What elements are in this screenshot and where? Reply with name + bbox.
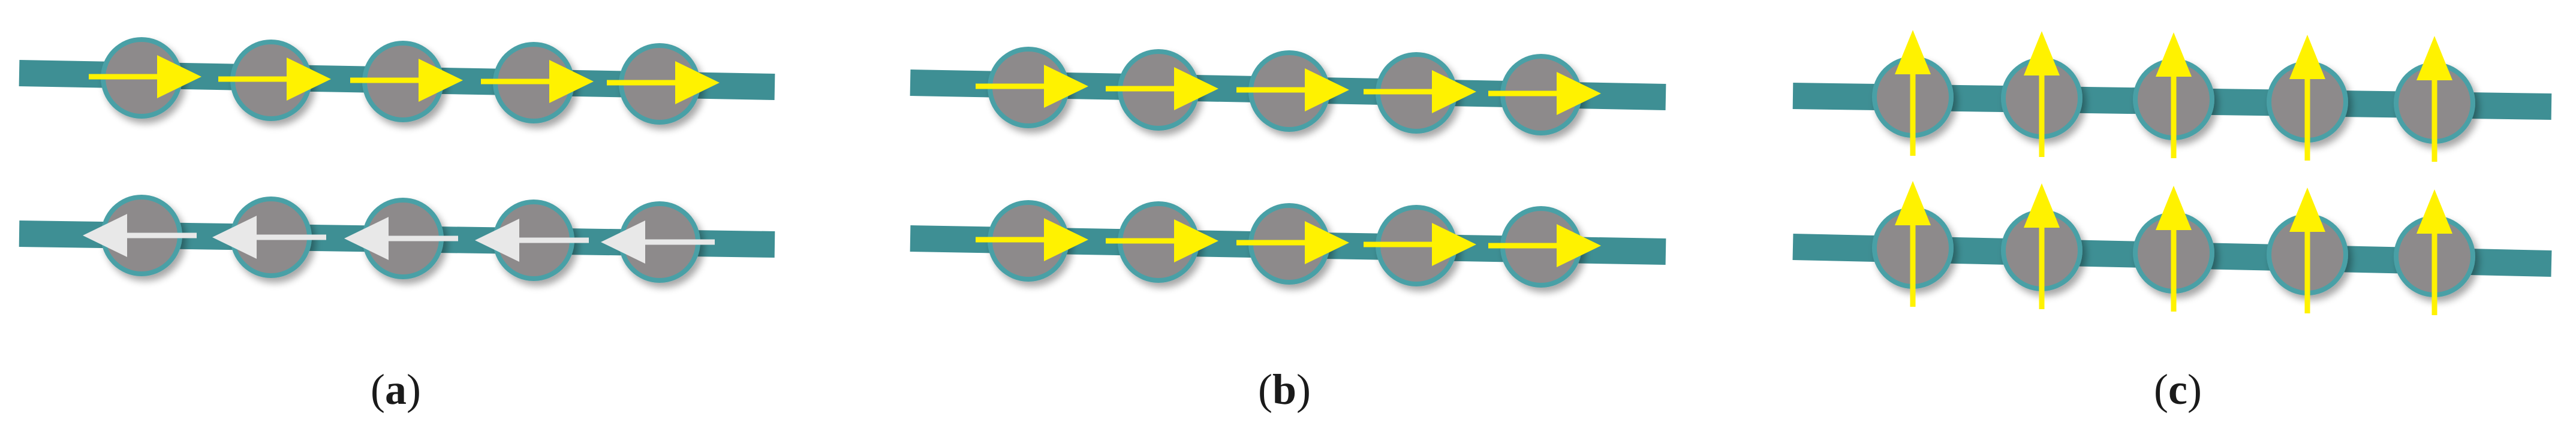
spin-arrow-icon-a-2-1-head <box>83 214 127 257</box>
spin-arrow-icon-c-1-1-head <box>1895 30 1931 74</box>
spin-arrow-icon-a-2-4 <box>475 219 589 262</box>
panel-a-row-1 <box>19 37 775 125</box>
spin-arrow-icon-c-1-5-head <box>2416 36 2452 80</box>
spin-arrow-icon-c-1-4 <box>2289 35 2325 161</box>
spin-arrow-icon-c-1-5 <box>2416 36 2452 162</box>
panel-b-row-2 <box>910 200 1666 288</box>
panel-c-row-1 <box>1792 30 2552 162</box>
spin-arrow-icon-c-2-4-head <box>2289 188 2325 232</box>
spin-arrow-icon-a-2-5-head <box>601 220 645 264</box>
spin-arrow-icon-b-1-4 <box>1364 70 1476 113</box>
spin-arrow-icon-b-2-2 <box>1106 219 1218 262</box>
spin-arrow-icon-c-1-1 <box>1895 30 1931 156</box>
spin-arrow-icon-c-2-2 <box>2024 183 2060 309</box>
spin-arrow-icon-a-1-4-head <box>549 60 594 103</box>
spin-arrow-icon-c-2-1-head <box>1895 181 1931 225</box>
spin-arrow-icon-b-1-2-head <box>1174 67 1218 110</box>
spin-arrow-icon-b-2-4 <box>1364 223 1476 266</box>
spin-arrow-icon-c-2-5 <box>2416 189 2452 315</box>
spin-arrow-icon-b-1-5 <box>1488 72 1601 115</box>
panel-b <box>910 47 1666 288</box>
spin-arrow-icon-a-2-5 <box>601 220 715 264</box>
spin-arrow-icon-b-1-1 <box>976 65 1088 108</box>
spin-arrow-icon-a-1-2 <box>218 58 331 101</box>
spin-arrow-icon-b-2-2-head <box>1174 219 1218 262</box>
spin-arrow-icon-c-1-2 <box>2024 31 2060 157</box>
spin-arrow-icon-a-2-4-head <box>475 219 519 262</box>
spin-arrow-icon-b-1-4-head <box>1432 70 1476 113</box>
spin-arrow-icon-a-1-2-head <box>287 58 331 101</box>
panel-a <box>19 37 775 283</box>
spin-arrow-icon-b-1-2 <box>1106 67 1218 110</box>
spin-arrow-icon-a-2-2-head <box>212 216 257 259</box>
panel-c <box>1792 30 2552 315</box>
spin-arrow-icon-b-2-3-head <box>1305 221 1349 264</box>
spin-arrow-icon-a-1-1 <box>89 55 201 98</box>
panel-c-row-2 <box>1792 181 2552 315</box>
spin-arrow-icon-b-1-1-head <box>1044 65 1088 108</box>
spin-arrow-icon-a-1-1-head <box>157 55 201 98</box>
spin-arrow-icon-b-2-3 <box>1236 221 1349 264</box>
spin-arrow-icon-c-1-3-head <box>2156 32 2192 77</box>
spin-arrow-icon-a-2-3 <box>344 217 458 260</box>
spin-arrow-icon-c-2-3-head <box>2156 186 2192 230</box>
spin-arrow-icon-a-2-3-head <box>344 217 389 260</box>
spin-arrow-icon-b-2-1-head <box>1044 218 1088 261</box>
spin-arrow-icon-b-2-4-head <box>1432 223 1476 266</box>
panel-a-row-2 <box>19 195 775 283</box>
caption-c: (c) <box>2154 365 2202 413</box>
spin-arrow-icon-a-2-1 <box>83 214 197 257</box>
caption-b: (b) <box>1257 365 1311 413</box>
spin-arrow-icon-c-1-4-head <box>2289 35 2325 79</box>
spin-arrow-icon-b-2-5 <box>1488 224 1601 267</box>
spin-arrow-icon-b-1-5-head <box>1557 72 1601 115</box>
spin-arrow-icon-a-1-3 <box>350 59 463 102</box>
caption-a: (a) <box>371 365 421 413</box>
spin-arrow-icon-c-1-2-head <box>2024 31 2060 75</box>
spin-arrow-icon-c-2-1 <box>1895 181 1931 307</box>
spin-arrow-icon-c-2-2-head <box>2024 183 2060 228</box>
spin-arrow-icon-c-2-4 <box>2289 188 2325 313</box>
spin-arrow-icon-b-1-3 <box>1236 68 1349 111</box>
spin-arrow-icon-b-2-5-head <box>1557 224 1601 267</box>
spin-arrow-icon-c-2-3 <box>2156 186 2192 312</box>
spin-arrow-icon-b-2-1 <box>976 218 1088 261</box>
spin-arrow-icon-a-2-2 <box>212 216 326 259</box>
spin-arrow-icon-a-1-3-head <box>419 59 463 102</box>
spin-arrow-icon-a-1-5 <box>607 61 720 104</box>
spin-arrow-icon-c-2-5-head <box>2416 189 2452 234</box>
spin-arrow-icon-c-1-3 <box>2156 32 2192 158</box>
spin-arrow-icon-b-1-3-head <box>1305 68 1349 111</box>
panel-b-row-1 <box>910 47 1666 135</box>
spin-arrow-icon-a-1-5-head <box>675 61 720 104</box>
spin-arrow-icon-a-1-4 <box>481 60 594 103</box>
